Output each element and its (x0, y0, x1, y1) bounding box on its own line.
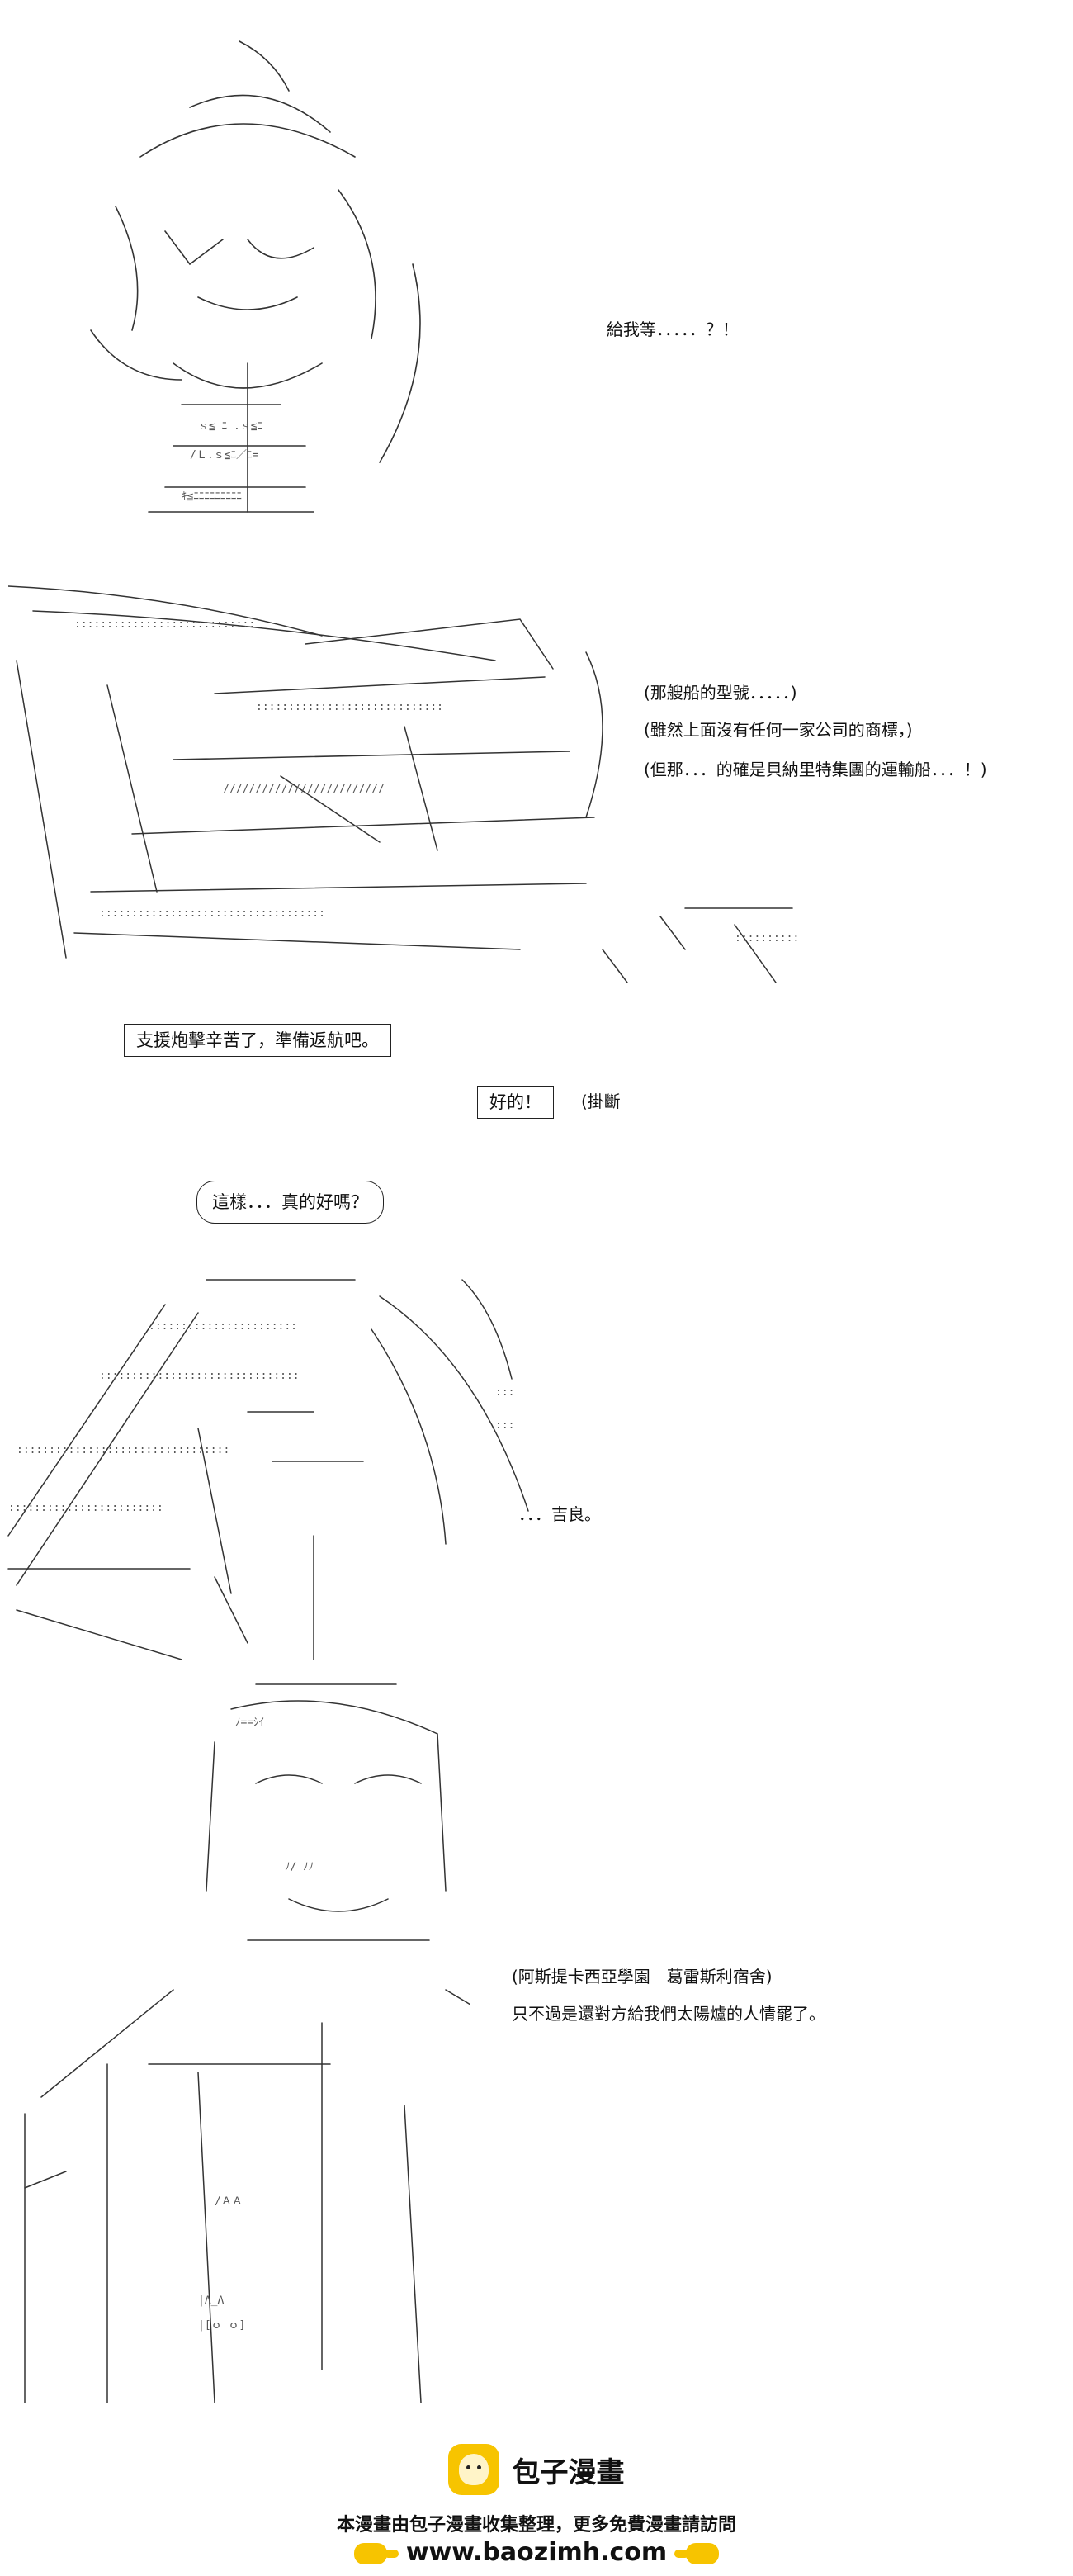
svg-text:/Ｌ.ｓ≦ﾆ／ﾆ=: /Ｌ.ｓ≦ﾆ／ﾆ= (190, 449, 258, 462)
ascii-art-ship-scene: :::::::::::::::::::::::::::: :::::::::::… (8, 561, 817, 991)
location-caption: (阿斯提卡西亞學園 葛雷斯利宿舍) (512, 1967, 773, 1986)
svg-text:::::::::::::::::::::::::::::::: ::::::::::::::::::::::::::::::: (99, 1370, 300, 1382)
svg-text:::::::::::::::::::::::::::::::: ::::::::::::::::::::::::::::::::: (17, 1444, 229, 1456)
svg-text:::::::::::: :::::::::: (735, 932, 799, 945)
footer-notice: 本漫畫由包子漫畫收集整理，更多免費漫畫請訪問 (336, 2515, 736, 2536)
svg-text:/ＡＡ: /ＡＡ (215, 2195, 243, 2208)
dialogue-line: 給我等．．．．．？！ (607, 320, 739, 339)
panel-1: ｓ≦ ﾆ .ｓ≦ﾆ /Ｌ.ｓ≦ﾆ／ﾆ= ｷ≦ﾆﾆﾆﾆﾆﾆﾆﾆﾆ 給我等．．．．．… (0, 0, 1073, 528)
ascii-art-character-with-hair: ::::::::::::::::::::::: ::::::::::::::::… (0, 1263, 545, 1660)
svg-text:ｷ≦ﾆﾆﾆﾆﾆﾆﾆﾆﾆ: ｷ≦ﾆﾆﾆﾆﾆﾆﾆﾆﾆ (182, 490, 242, 503)
site-footer: 包子漫畫 本漫畫由包子漫畫收集整理，更多免費漫畫請訪問 www.baozimh.… (0, 2427, 1073, 2576)
svg-text::::: ::: (495, 1419, 514, 1432)
ascii-art-character-portrait: ｓ≦ ﾆ .ｓ≦ﾆ /Ｌ.ｓ≦ﾆ／ﾆ= ｷ≦ﾆﾆﾆﾆﾆﾆﾆﾆﾆ (50, 17, 512, 528)
svg-text::::::::::::::::::::::::: ::::::::::::::::::::::: (149, 1320, 297, 1333)
panel-3: 支援炮擊辛苦了，準備返航吧。 好的！ (掛斷 (0, 1007, 1073, 1148)
thought-line-3: (但那．．．的確是貝納里特集團的運輸船．．．！) (644, 760, 987, 779)
svg-text:::::::::::::::::::::::::: :::::::::::::::::::::::: (8, 1502, 163, 1514)
svg-text:ｓ≦ ﾆ .ｓ≦ﾆ: ｓ≦ ﾆ .ｓ≦ﾆ (198, 420, 262, 433)
ascii-art-uniformed-character: ﾉ==ｼｲ ﾉ/ ﾉﾉ /ＡＡ |Λ_Λ |[ｏ ｏ] (8, 1676, 470, 2403)
footer-url-row[interactable]: www.baozimh.com (0, 2538, 1073, 2567)
thought-line-2: (雖然上面沒有任何一家公司的商標，) (644, 720, 913, 740)
panel-4: 這樣．．．真的好嗎？ ::::::::::::::::::::::: ::: (0, 1164, 1073, 1668)
svg-text::::: ::: (495, 1386, 514, 1399)
brand-name: 包子漫畫 (512, 2455, 625, 2489)
brand-logo[interactable]: 包子漫畫 (0, 2444, 1073, 2495)
svg-text:ﾉ/ ﾉﾉ: ﾉ/ ﾉﾉ (285, 1861, 314, 1873)
panel-5: ﾉ==ｼｲ ﾉ/ ﾉﾉ /ＡＡ |Λ_Λ |[ｏ ｏ] (阿斯提卡西亞學園 葛雷… (0, 1660, 1073, 2403)
name-line: ．．．吉良。 (518, 1504, 601, 1524)
speech-bubble: 這樣．．．真的好嗎？ (196, 1181, 384, 1224)
hangup-sfx: (掛斷 (581, 1091, 621, 1111)
thought-line-1: (那艘船的型號．．．．．) (644, 683, 797, 703)
dialogue-line: 只不過是還對方給我們太陽爐的人情罷了。 (512, 2004, 825, 2024)
panel-2: :::::::::::::::::::::::::::: :::::::::::… (0, 545, 1073, 1007)
speech-box: 支援炮擊辛苦了，準備返航吧。 (124, 1024, 391, 1057)
pointing-hand-left-icon (674, 2542, 719, 2564)
svg-text://///////////////////////: ///////////////////////// (223, 784, 385, 796)
site-url-link[interactable]: www.baozimh.com (405, 2538, 668, 2567)
pointing-hand-right-icon (354, 2542, 399, 2564)
reply-box: 好的！ (477, 1086, 554, 1119)
svg-text:::::::::::::::::::::::::::::::: ::::::::::::::::::::::::::::::::::: (99, 907, 325, 920)
svg-text:::::::::::::::::::::::::::::: :::::::::::::::::::::::::::: (74, 618, 255, 631)
svg-text:|[ｏ ｏ]: |[ｏ ｏ] (198, 2319, 245, 2332)
baozi-logo-icon (448, 2444, 500, 2495)
svg-text:ﾉ==ｼｲ: ﾉ==ｼｲ (235, 1717, 264, 1729)
svg-text:|Λ_Λ: |Λ_Λ (198, 2294, 224, 2307)
svg-text::::::::::::::::::::::::::::::: ::::::::::::::::::::::::::::: (256, 701, 443, 713)
